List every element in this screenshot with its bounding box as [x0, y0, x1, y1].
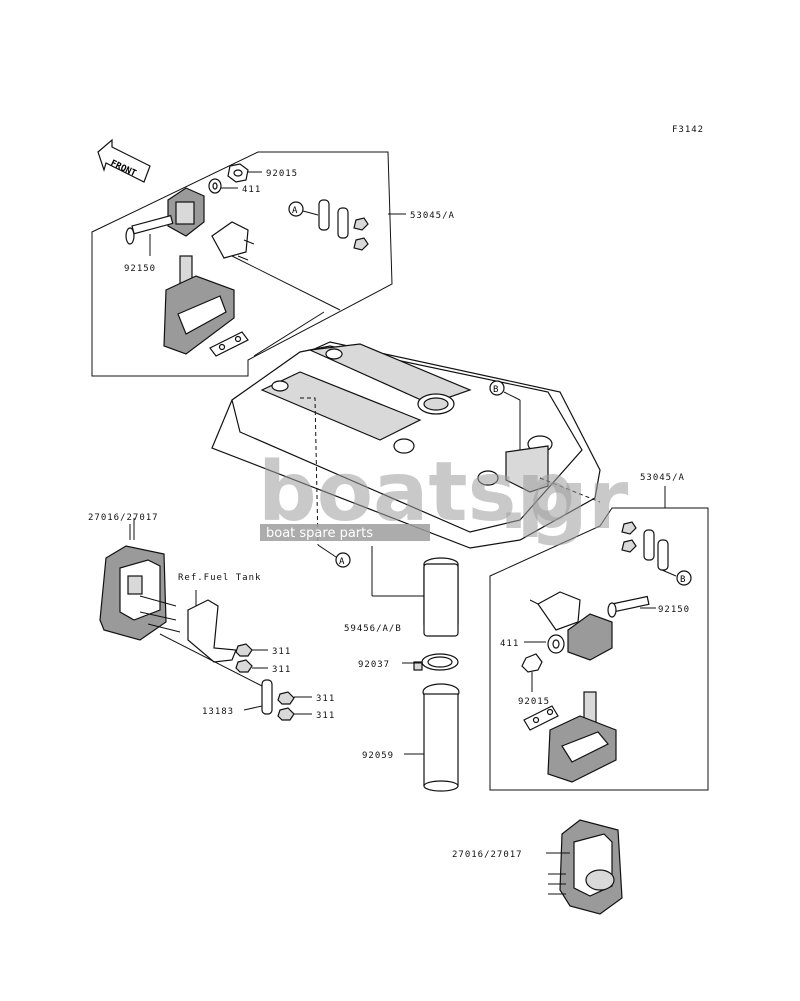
- label-92150-right: 92150: [658, 605, 690, 615]
- callout-a-top: A: [292, 206, 298, 216]
- label-411-top: 411: [242, 185, 261, 195]
- label-311-c: 311: [316, 694, 335, 704]
- label-92150-top: 92150: [124, 264, 156, 274]
- label-27016-bottom: 27016/27017: [452, 850, 523, 860]
- figure-code: F3142: [672, 125, 704, 135]
- fuel-tank: B A: [211, 255, 601, 568]
- label-27016-left: 27016/27017: [88, 513, 159, 523]
- label-311-b: 311: [272, 665, 291, 675]
- label-13183: 13183: [202, 707, 234, 717]
- front-arrow-icon: FRONT: [97, 138, 151, 183]
- watermark-tagline: boat spare parts: [266, 526, 373, 541]
- label-411-right: 411: [500, 639, 519, 649]
- label-92015-right: 92015: [518, 697, 550, 707]
- label-53045-top: 53045/A: [410, 211, 455, 221]
- left-mount-assembly: [99, 518, 312, 721]
- label-92015-top: 92015: [266, 169, 298, 179]
- callout-a-tank: A: [339, 557, 345, 567]
- top-mount-assembly: [125, 163, 255, 357]
- callout-b-tank: B: [493, 385, 498, 395]
- callout-b-right: B: [680, 575, 685, 585]
- filler-tubes: [371, 546, 460, 792]
- right-mount-assembly: B: [521, 521, 692, 783]
- watermark-suffix: .gr: [498, 453, 629, 548]
- watermark: boatsp .gr boat spare parts: [258, 445, 629, 548]
- right-assembly-frame: [489, 507, 709, 791]
- label-53045-right: 53045/A: [640, 473, 685, 483]
- top-assembly-frame: [91, 151, 393, 377]
- label-ref-fuel-tank: Ref.Fuel Tank: [178, 573, 261, 583]
- label-92037: 92037: [358, 660, 390, 670]
- bottom-mount: [546, 819, 623, 915]
- label-311-a: 311: [272, 647, 291, 657]
- label-59456: 59456/A/B: [344, 624, 402, 634]
- top-bracket-set: A: [288, 199, 369, 251]
- label-92059: 92059: [362, 751, 394, 761]
- label-311-d: 311: [316, 711, 335, 721]
